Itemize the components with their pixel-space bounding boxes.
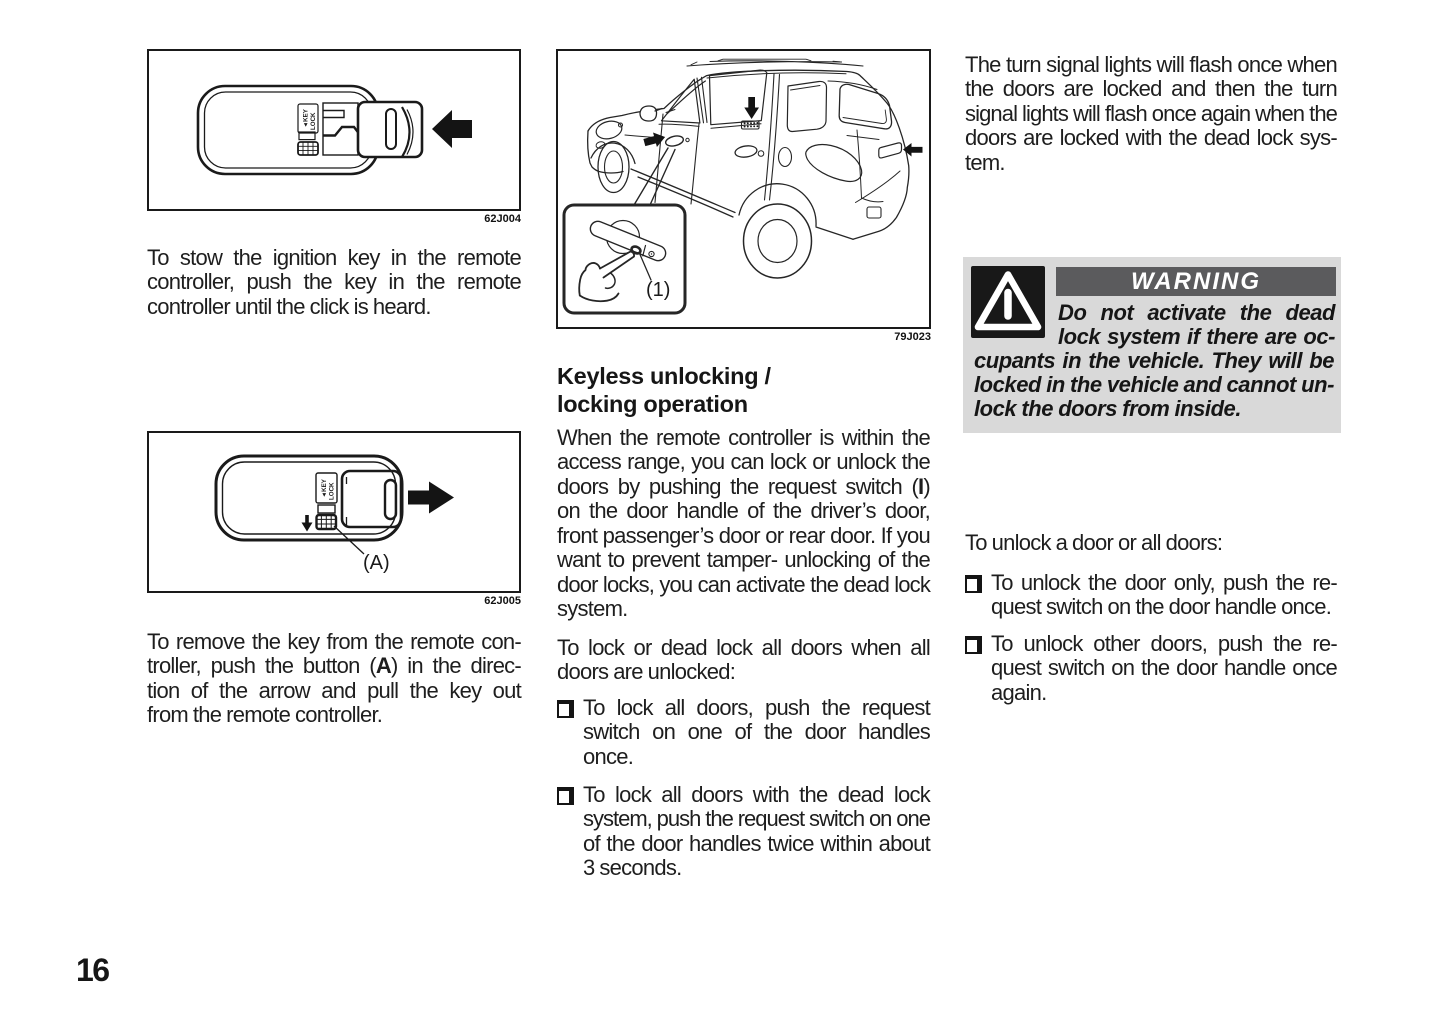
svg-text:(A): (A) (363, 552, 390, 574)
svg-text:LOCK: LOCK (329, 482, 336, 500)
svg-text:(1): (1) (646, 279, 670, 301)
svg-text:◄KEY: ◄KEY (303, 108, 310, 128)
svg-text:LOCK: LOCK (310, 112, 317, 130)
svg-text:◄KEY: ◄KEY (321, 478, 328, 498)
